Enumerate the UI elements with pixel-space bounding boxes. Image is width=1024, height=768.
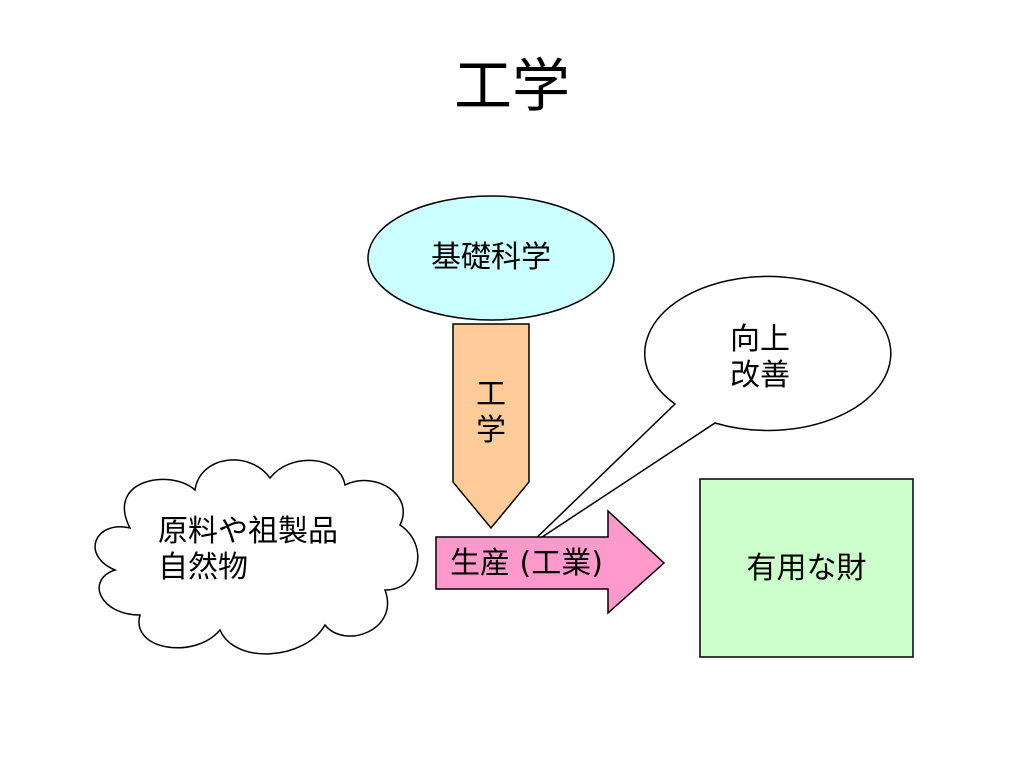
engineering-arrow-line-2: 学 [476,413,506,448]
improvement-callout-label: 向上 改善 [680,322,840,394]
raw-materials-label: 原料や祖製品 自然物 [158,514,338,586]
improvement-line-2: 改善 [730,358,790,393]
engineering-arrow-line-1: 工 [476,377,506,412]
useful-goods-label: 有用な財 [746,551,867,586]
basic-science-ellipse [367,195,615,321]
slide-title: 工学 [453,52,570,120]
engineering-arrow-shape [452,323,530,530]
improvement-callout-shape [526,275,892,548]
raw-materials-cloud-shape [94,459,419,655]
improvement-line-1: 向上 [730,322,790,357]
engineering-arrow-label: 工 学 [453,377,529,449]
useful-goods-box [699,478,914,658]
production-arrow-label: 生産 (工業) [450,546,603,581]
production-arrow-shape [435,509,666,615]
basic-science-label: 基礎科学 [431,240,551,275]
raw-materials-line-1: 原料や祖製品 [158,514,338,549]
raw-materials-line-2: 自然物 [158,550,248,585]
